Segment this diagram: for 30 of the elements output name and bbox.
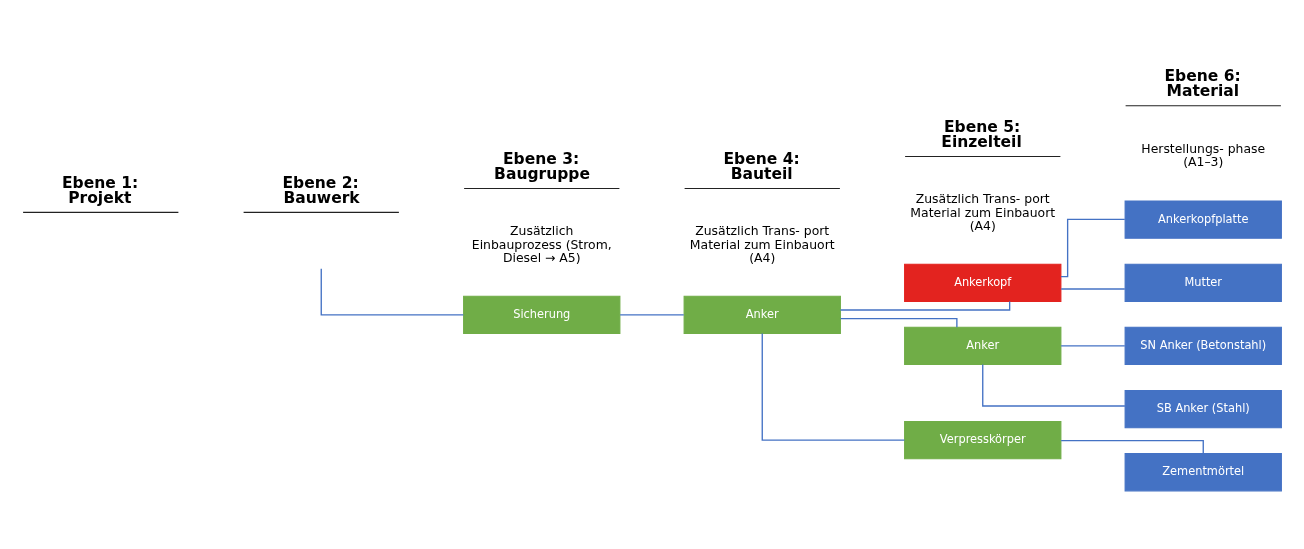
connector xyxy=(1060,288,1126,290)
node-box: SB Anker (Stahl) xyxy=(1124,389,1282,429)
label: Ebene 1: Projekt xyxy=(61,173,139,208)
node-box: Anker xyxy=(683,295,841,335)
connector xyxy=(839,300,1011,311)
node-box: Mutter xyxy=(1124,263,1282,302)
label: Ebene 4: Bauteil xyxy=(723,149,800,184)
label: Ebene 6: Material xyxy=(1164,66,1241,101)
label: Zusätzlich Trans- port Material zum Einbauort (A4) xyxy=(910,191,1056,234)
label: Ebene 5: Einzelteil xyxy=(941,117,1022,152)
connector xyxy=(320,268,465,316)
node-box: Ankerkopfplatte xyxy=(1124,200,1282,239)
label: Herstellungs- phase (A1–3) xyxy=(1141,140,1266,170)
node-box: Ankerkopf xyxy=(904,263,1062,302)
label: Ebene 2: Bauwerk xyxy=(282,173,360,208)
label: Ebene 3: Baugruppe xyxy=(494,149,591,184)
connector xyxy=(761,332,906,441)
node-box: SN Anker (Betonstahl) xyxy=(1124,326,1282,366)
connector xyxy=(1060,439,1204,455)
node-box: Sicherung xyxy=(463,295,621,335)
connector xyxy=(1060,218,1126,278)
connector xyxy=(982,363,1126,407)
label: Zusätzlich Trans- port Material zum Einbauort (A4) xyxy=(689,223,835,266)
connector xyxy=(839,318,958,328)
label: Zusätzlich Einbauprozess (Strom, Diesel → A5) xyxy=(471,223,612,266)
connector xyxy=(619,314,685,316)
node-box: Zementmörtel xyxy=(1124,453,1282,492)
node-box: Verpresskörper xyxy=(904,421,1062,460)
node-box: Anker xyxy=(904,326,1062,366)
connector xyxy=(1060,345,1126,347)
